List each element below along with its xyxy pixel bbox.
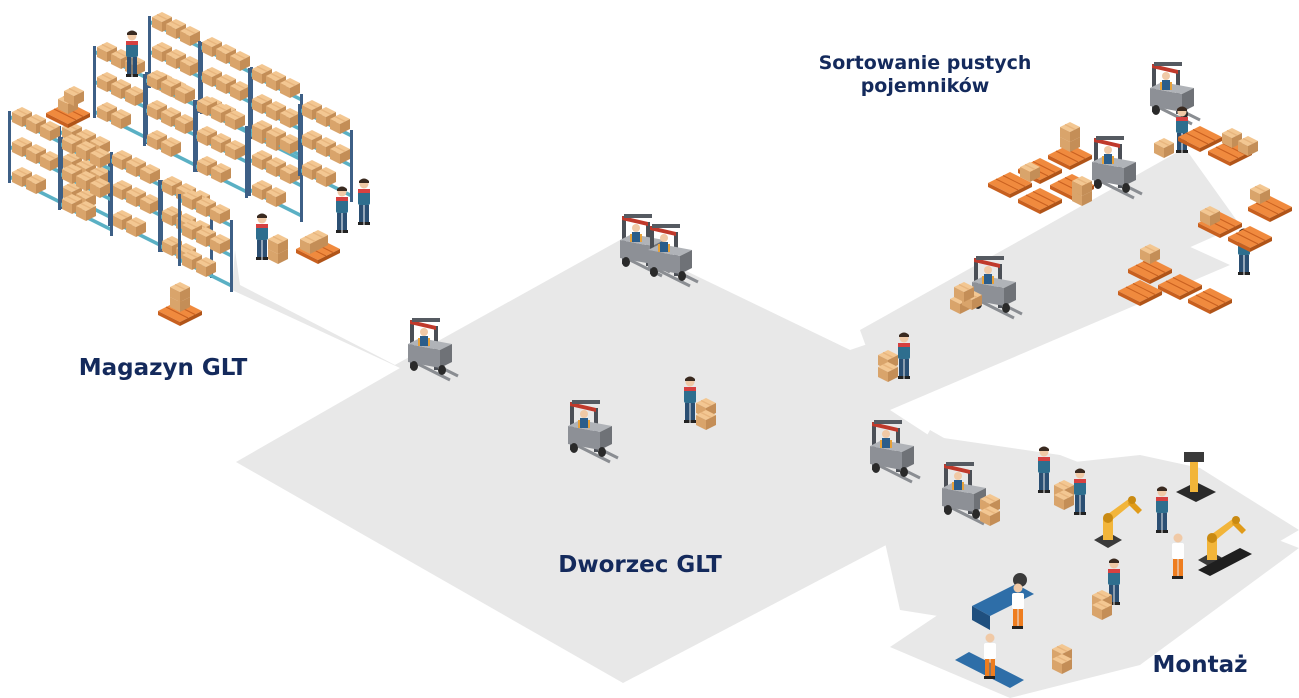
area-label-sortowanie-line2: pojemników xyxy=(860,74,990,97)
drill-press-icon xyxy=(1176,452,1216,502)
floor-paths xyxy=(232,148,1299,698)
area-label-sortowanie: Sortowanie pustych pojemników xyxy=(790,52,1060,98)
area-label-magazyn: Magazyn GLT xyxy=(78,355,248,381)
area-label-montaz: Montaż xyxy=(1152,652,1248,678)
area-label-sortowanie-line1: Sortowanie pustych xyxy=(818,52,1032,74)
area-label-dworzec: Dworzec GLT xyxy=(558,552,722,578)
